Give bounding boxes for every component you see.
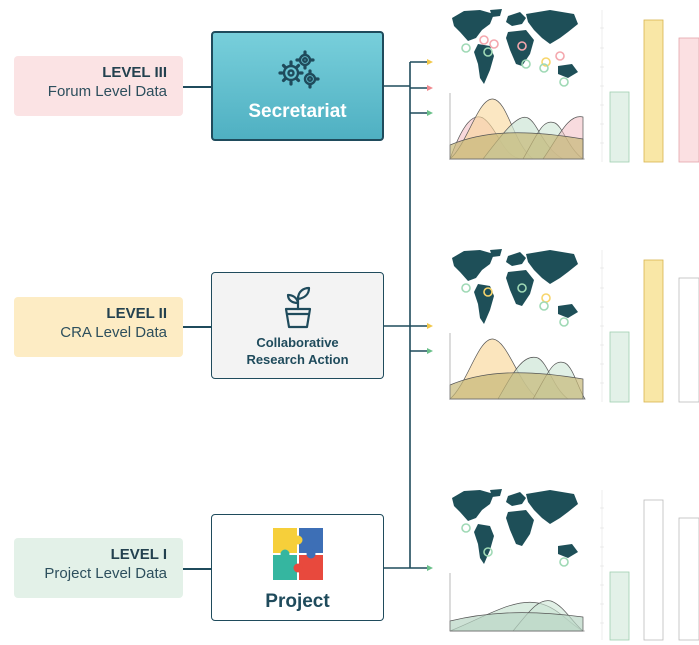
world-map-level2: [452, 249, 578, 327]
level-1-subtitle: Project Level Data: [44, 565, 167, 582]
secretariat-box: Secretariat: [211, 31, 384, 141]
puzzle-icon: [212, 527, 383, 581]
arrow-heads: [427, 59, 433, 571]
cra-title-line2: Research Action: [246, 352, 349, 367]
secretariat-title: Secretariat: [248, 101, 347, 122]
project-box: Project: [211, 514, 384, 621]
project-title: Project: [265, 591, 330, 612]
connector-level2: [183, 326, 211, 328]
level-1-title: LEVEL I: [110, 546, 167, 563]
bar-chart-level1: [600, 490, 699, 641]
density-chart-level2: [449, 333, 586, 400]
world-map-level3: [452, 9, 578, 87]
gears-icon: [213, 49, 382, 89]
bar-chart-level2: [600, 250, 699, 403]
level-2-label: LEVEL II CRA Level Data: [14, 297, 183, 357]
level-2-title: LEVEL II: [106, 305, 167, 322]
world-map-level1: [452, 489, 578, 567]
level-1-label: LEVEL I Project Level Data: [14, 538, 183, 598]
connector-level3: [183, 86, 211, 88]
bar-chart-level3: [600, 10, 699, 163]
level-3-label: LEVEL III Forum Level Data: [14, 56, 183, 116]
level-3-subtitle: Forum Level Data: [47, 83, 167, 100]
density-chart-level3: [449, 93, 585, 160]
density-chart-level1: [449, 573, 585, 632]
connector-level1: [183, 568, 211, 570]
cra-box: Collaborative Research Action: [211, 272, 384, 379]
level-3-title: LEVEL III: [102, 64, 167, 81]
plant-pot-icon: [212, 285, 383, 329]
level-2-subtitle: CRA Level Data: [60, 324, 167, 341]
cra-title-line1: Collaborative: [256, 335, 339, 350]
